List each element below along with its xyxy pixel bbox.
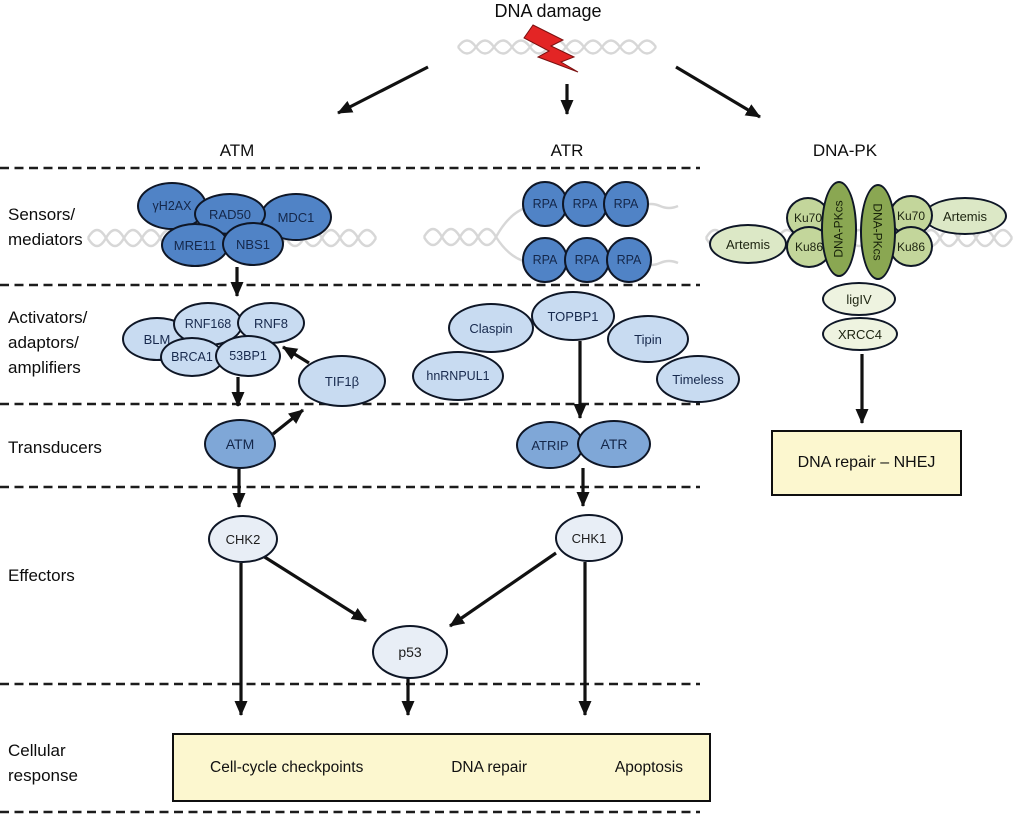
node-rpa: RPA <box>562 181 608 227</box>
response-item: Cell-cycle checkpoints <box>210 758 364 776</box>
node-dnapkcs: DNA-PKcs <box>821 181 857 277</box>
node-artemis: Artemis <box>709 224 787 264</box>
node-rpa: RPA <box>603 181 649 227</box>
node-rpa: RPA <box>564 237 610 283</box>
node-atrip: ATRIP <box>516 421 584 469</box>
node-tif1b: TIF1β <box>298 355 386 407</box>
node-atr: ATR <box>577 420 651 468</box>
row-label-activators: Activators/ adaptors/ amplifiers <box>8 305 87 380</box>
node-atm: ATM <box>204 419 276 469</box>
nhej-box: DNA repair – NHEJ <box>771 430 962 496</box>
row-label-sensors: Sensors/ mediators <box>8 202 83 252</box>
column-header-dnapk: DNA-PK <box>812 141 878 160</box>
node-brca1: BRCA1 <box>160 337 224 377</box>
node-hnrnpul1: hnRNPUL1 <box>412 351 504 401</box>
row-label-line: Sensors/ <box>8 205 76 224</box>
arrows <box>230 65 869 716</box>
node-claspin: Claspin <box>448 303 534 353</box>
cellular-response-box: Cell-cycle checkpoints DNA repair Apopto… <box>172 733 711 802</box>
node-artemis: Artemis <box>923 197 1007 235</box>
row-label-line: response <box>8 766 78 785</box>
row-label-transducers: Transducers <box>8 438 102 457</box>
node-rpa: RPA <box>522 237 568 283</box>
node-ligiv: ligIV <box>822 282 896 316</box>
response-item: Apoptosis <box>614 758 683 776</box>
node-rpa: RPA <box>606 237 652 283</box>
column-header-atm: ATM <box>219 141 255 160</box>
row-label-line: Activators/ <box>8 308 88 327</box>
node-53bp1: 53BP1 <box>215 335 281 377</box>
lightning-bolt-icon <box>523 24 579 73</box>
node-chk2: CHK2 <box>208 515 278 563</box>
node-chk1: CHK1 <box>555 514 623 562</box>
row-label-line: amplifiers <box>8 358 81 377</box>
row-label-effectors: Effectors <box>8 566 75 585</box>
response-item: DNA repair <box>451 758 528 776</box>
node-dnapkcs-label: DNA-PKcs <box>832 200 846 258</box>
node-p53: p53 <box>372 625 448 679</box>
node-xrcc4: XRCC4 <box>822 317 898 351</box>
diagram-title: DNA damage <box>494 1 602 21</box>
row-label-cellular-response: Cellular response <box>8 738 78 788</box>
node-dnapkcs: DNA-PKcs <box>860 184 896 280</box>
node-dnapkcs-label: DNA-PKcs <box>871 203 885 261</box>
node-nbs1: NBS1 <box>222 222 284 266</box>
node-timeless: Timeless <box>656 355 740 403</box>
node-ku86: Ku86 <box>889 226 933 267</box>
node-mre11: MRE11 <box>161 223 229 267</box>
node-topbp1: TOPBP1 <box>531 291 615 341</box>
node-tipin: Tipin <box>607 315 689 363</box>
row-label-line: Cellular <box>8 741 66 760</box>
column-header-atr: ATR <box>550 141 584 160</box>
row-label-line: adaptors/ <box>8 333 79 352</box>
row-label-line: mediators <box>8 230 83 249</box>
